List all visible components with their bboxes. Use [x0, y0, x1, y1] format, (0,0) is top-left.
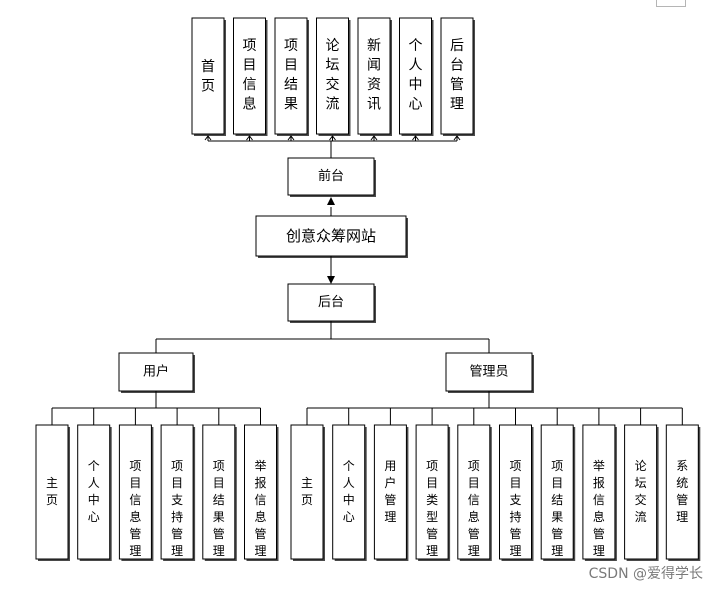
- user-module-4-label: 项目支持管理: [171, 459, 183, 558]
- admin-module-2: [332, 424, 366, 560]
- user-module-6: [244, 424, 277, 560]
- user-module-2: [77, 424, 111, 560]
- user-module-3: [118, 424, 152, 560]
- admin-module-10: [665, 424, 699, 560]
- role-admin-box-label: 管理员: [469, 365, 508, 380]
- user-module-1: [35, 424, 69, 560]
- admin-module-4-label: 项目类型管理: [426, 459, 438, 558]
- role-admin-box: [445, 352, 533, 392]
- admin-module-1: [290, 424, 324, 560]
- arrow-up-icon: [246, 135, 253, 141]
- frontend-module-5-label: 新闻资讯: [367, 38, 381, 113]
- root-box: [255, 215, 407, 257]
- user-module-4: [160, 424, 194, 560]
- admin-module-6-label: 项目支持管理: [509, 459, 521, 558]
- admin-module-9: [624, 424, 658, 560]
- arrow-up-icon: [327, 197, 335, 205]
- frontend-module-6-label: 个人中心: [409, 38, 423, 113]
- frontend-box: [287, 157, 375, 196]
- role-user-box-label: 用户: [143, 364, 169, 380]
- backend-box: [287, 283, 375, 322]
- frontend-module-5: [357, 17, 391, 135]
- root-box-label: 创意众筹网站: [286, 227, 376, 245]
- frontend-module-7-label: 后台管理: [450, 38, 464, 113]
- arrow-up-icon: [287, 135, 295, 141]
- frontend-module-7: [440, 17, 474, 135]
- user-module-5-label: 项目结果管理: [213, 459, 225, 558]
- user-module-1-label: 主页: [46, 476, 58, 507]
- arrow-up-icon: [453, 135, 461, 141]
- admin-module-3-label: 用户管理: [384, 459, 396, 524]
- admin-module-3: [373, 424, 407, 560]
- user-module-6-label: 举报信息管理: [254, 459, 266, 558]
- admin-module-8-label: 举报信息管理: [593, 459, 605, 558]
- arrow-up-icon: [329, 135, 336, 141]
- frontend-module-1: [191, 17, 225, 135]
- admin-module-1-label: 主页: [301, 476, 313, 507]
- admin-module-8: [582, 424, 616, 560]
- role-user-box: [118, 352, 194, 392]
- admin-module-7: [540, 424, 574, 560]
- admin-module-4: [415, 424, 449, 560]
- frontend-module-2-label: 项目信息: [243, 38, 257, 113]
- frontend-module-3-label: 项目结果: [284, 38, 298, 113]
- user-module-5: [202, 424, 236, 560]
- admin-module-5: [457, 424, 491, 560]
- frontend-box-label: 前台: [318, 168, 344, 184]
- admin-module-9-label: 论坛交流: [635, 459, 647, 524]
- admin-module-2-label: 个人中心: [343, 459, 355, 524]
- frontend-module-2: [233, 17, 266, 135]
- arrow-down-icon: [327, 276, 335, 284]
- admin-module-6: [499, 424, 532, 560]
- user-module-2-label: 个人中心: [88, 459, 100, 524]
- frontend-module-4-label: 论坛交流: [326, 38, 340, 113]
- admin-module-7-label: 项目结果管理: [551, 459, 563, 558]
- user-module-3-label: 项目信息管理: [129, 459, 141, 558]
- frontend-module-1-label: 首页: [201, 59, 215, 95]
- csdn-watermark: CSDN @爱得学长: [588, 566, 703, 582]
- arrow-up-icon: [412, 135, 419, 141]
- admin-module-5-label: 项目信息管理: [468, 459, 480, 558]
- backend-box-label: 后台: [318, 295, 344, 310]
- frontend-module-4: [316, 17, 349, 135]
- admin-module-10-label: 系统管理: [676, 459, 688, 524]
- frontend-module-3: [274, 17, 308, 135]
- arrow-up-icon: [370, 135, 378, 141]
- frontend-module-6: [399, 17, 432, 135]
- arrow-up-icon: [204, 135, 212, 141]
- page-corner-mark: [656, 0, 686, 7]
